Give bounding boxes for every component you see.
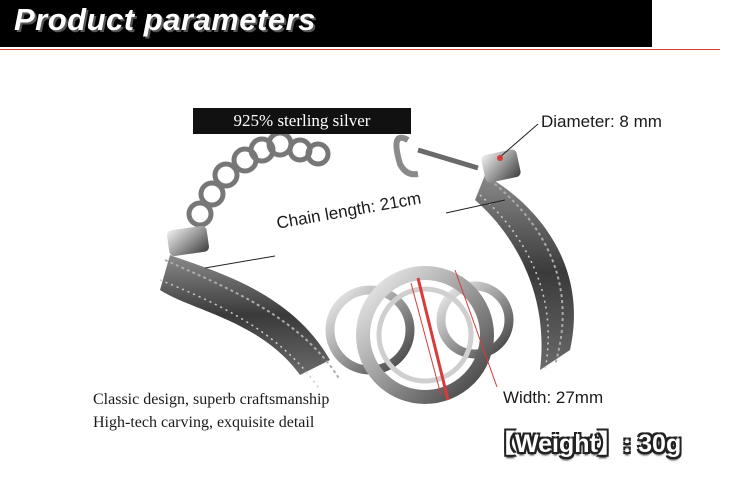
- feature-text: High-tech carving, exquisite detail: [93, 414, 315, 431]
- feature-text: Classic design, superb craftsmanship: [93, 391, 330, 408]
- material-badge: 925% sterling silver: [193, 108, 411, 134]
- bracelet-image: [159, 130, 574, 404]
- header-divider: [0, 49, 720, 50]
- diameter-label: Diameter: 8 mm: [541, 112, 662, 131]
- page-title: Product parameters: [14, 2, 316, 37]
- weight-label: 【Weight】: 30g: [490, 430, 682, 458]
- header-bar: Product parameters: [0, 0, 652, 47]
- width-label: Width: 27mm: [503, 388, 604, 407]
